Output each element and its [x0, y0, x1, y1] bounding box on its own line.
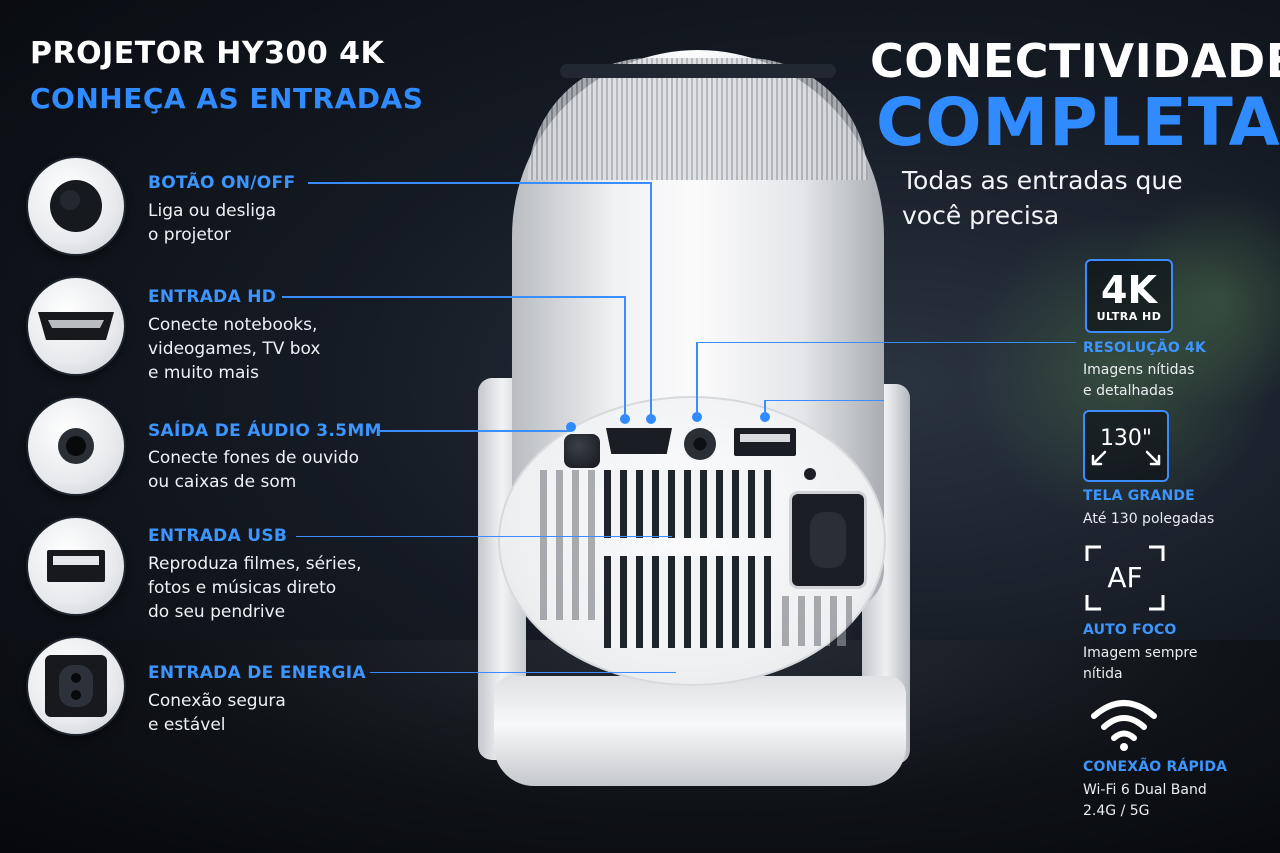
port-title-hdmi: ENTRADA HD	[148, 287, 277, 307]
vent-grille-left	[540, 470, 596, 620]
leader-line-audio	[380, 430, 570, 432]
port-desc-power: Liga ou desliga o projetor	[148, 201, 277, 245]
leader-line-hdmi-h	[282, 296, 624, 298]
projector-power-button	[564, 434, 600, 468]
audio-jack-icon	[58, 428, 94, 464]
spec-title-resolution: RESOLUÇÃO 4K	[1083, 340, 1206, 356]
leader-line-power-h	[308, 182, 650, 184]
leader-line-usb-right-v	[764, 400, 766, 416]
spec-title-screen: TELA GRANDE	[1083, 488, 1195, 504]
badge-autofocus-text: AF	[1107, 561, 1143, 594]
marker-dot-power	[566, 422, 576, 432]
badge-4k-sub: ULTRA HD	[1096, 309, 1162, 323]
port-desc-audio: Conecte fones de ouvido ou caixas de som	[148, 448, 360, 492]
marker-dot-usb	[760, 412, 770, 422]
badge-screen-size: 130"	[1083, 410, 1169, 482]
vent-grille-upper	[604, 470, 774, 538]
projector-power-socket-inner	[810, 512, 846, 568]
headline-line-2: COMPLETA	[876, 84, 1280, 161]
leader-line-hdmi-v	[624, 296, 626, 418]
wifi-icon	[1091, 700, 1157, 751]
projector-lens-slot	[560, 64, 836, 78]
headline-line-1: CONECTIVIDADE	[870, 34, 1280, 88]
headline-subtitle: Todas as entradas que você precisa	[902, 166, 1183, 230]
spec-desc-resolution: Imagens nítidas e detalhadas	[1083, 362, 1195, 399]
leader-line-energy	[370, 672, 676, 673]
port-thumb-hdmi	[28, 278, 124, 374]
spec-title-wifi: CONEXÃO RÁPIDA	[1083, 759, 1228, 775]
projector-usb-tongue	[740, 434, 790, 442]
projector-top-vent	[528, 58, 868, 180]
hdmi-port-icon	[38, 312, 114, 340]
usb-port-icon	[47, 550, 105, 582]
leader-line-jack-h	[696, 342, 1076, 343]
port-thumb-audio	[28, 398, 124, 494]
leader-line-power-v	[650, 182, 652, 418]
projector-usb-port	[734, 428, 796, 456]
spec-desc-screen: Até 130 polegadas	[1083, 511, 1215, 527]
focus-frame-icon	[1085, 545, 1165, 611]
badge-4k-main: 4K	[1101, 267, 1157, 312]
marker-dot-hdmi-2	[646, 414, 656, 424]
projector-audio-jack	[684, 428, 716, 460]
port-thumb-power	[28, 158, 124, 254]
port-title-usb: ENTRADA USB	[148, 526, 288, 546]
vent-grille-right	[782, 596, 852, 646]
projector-hdmi-port	[606, 428, 672, 454]
port-desc-hdmi: Conecte notebooks, videogames, TV box e …	[148, 315, 321, 383]
leader-line-jack-v	[696, 342, 698, 416]
marker-dot-hdmi-1	[620, 414, 630, 424]
port-desc-usb: Reproduza filmes, séries, fotos e música…	[148, 554, 362, 622]
port-thumb-usb	[28, 518, 124, 614]
badge-4k-ultra-hd: 4K ULTRA HD	[1085, 259, 1173, 333]
badge-screen-size-text: 130"	[1099, 425, 1153, 451]
power-socket-icon	[45, 655, 107, 717]
port-desc-energy: Conexão segura e estável	[148, 691, 286, 735]
expand-arrows-icon	[1091, 450, 1161, 466]
leader-line-usb	[296, 536, 672, 537]
marker-dot-jack	[692, 412, 702, 422]
port-title-power: BOTÃO ON/OFF	[148, 173, 296, 193]
power-button-icon	[50, 180, 102, 232]
port-title-energy: ENTRADA DE ENERGIA	[148, 663, 366, 683]
badge-autofocus: AF	[1085, 545, 1165, 611]
product-title: PROJETOR HY300 4K	[30, 36, 385, 71]
port-title-audio: SAÍDA DE ÁUDIO 3.5MM	[148, 421, 382, 441]
port-thumb-energy	[28, 638, 124, 734]
stand-base	[494, 676, 906, 786]
spec-desc-wifi: Wi-Fi 6 Dual Band 2.4G / 5G	[1083, 782, 1207, 819]
vent-grille-lower	[604, 556, 774, 648]
indicator-dot	[804, 468, 816, 480]
spec-desc-autofocus: Imagem sempre nítida	[1083, 645, 1198, 682]
product-subtitle: CONHEÇA AS ENTRADAS	[30, 82, 424, 115]
leader-line-usb-right-h	[764, 400, 884, 401]
spec-title-autofocus: AUTO FOCO	[1083, 622, 1177, 638]
